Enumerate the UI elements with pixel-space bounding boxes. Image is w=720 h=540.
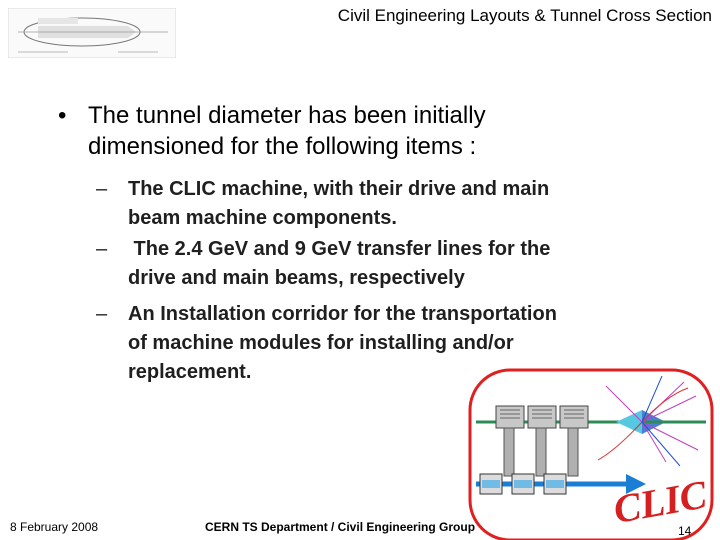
- sub-item-line: The CLIC machine, with their drive and m…: [128, 178, 550, 200]
- sub-item-installation-corridor: – An Installation corridor for the trans…: [96, 300, 648, 387]
- sub-item-line: replacement.: [128, 361, 252, 383]
- sub-item-line: of machine modules for installing and/or: [128, 332, 514, 354]
- sub-item-line: drive and main beams, respectively: [128, 267, 465, 289]
- sub-item-transfer-lines: – The 2.4 GeV and 9 GeV transfer lines f…: [96, 235, 648, 293]
- site-layout-thumbnail: [8, 8, 176, 58]
- sub-item-line: The 2.4 GeV and 9 GeV transfer lines for…: [128, 238, 551, 260]
- slide-title: Civil Engineering Layouts & Tunnel Cross…: [337, 6, 712, 25]
- dash-marker: –: [96, 238, 108, 260]
- sub-item-line: beam machine components.: [128, 207, 397, 229]
- footer-date: 8 February 2008: [10, 520, 99, 534]
- sub-item-clic-machine: – The CLIC machine, with their drive and…: [96, 175, 648, 233]
- clic-logo: CLIC: [468, 368, 714, 540]
- page-number: 14: [678, 524, 692, 538]
- bullet-dot: •: [58, 102, 67, 129]
- dash-marker: –: [96, 303, 108, 325]
- main-bullet-line-1: The tunnel diameter has been initially: [88, 102, 486, 129]
- footer-department: CERN TS Department / Civil Engineering G…: [205, 520, 476, 534]
- dash-marker: –: [96, 178, 108, 200]
- main-bullet-line-2: dimensioned for the following items :: [88, 133, 477, 160]
- main-bullet: • The tunnel diameter has been initially…: [58, 100, 578, 162]
- sub-item-line: An Installation corridor for the transpo…: [128, 303, 557, 325]
